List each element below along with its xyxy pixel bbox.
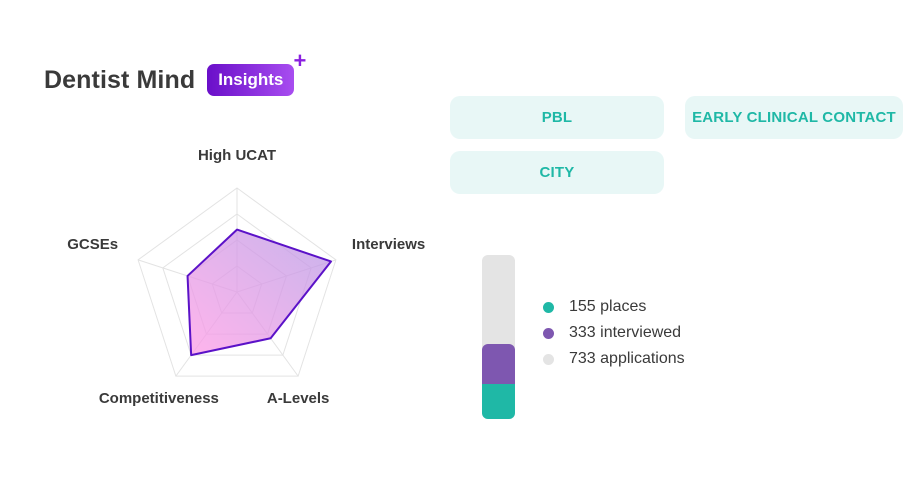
radar-axis-label: Competitiveness xyxy=(99,390,219,407)
legend-label-places: 155 places xyxy=(569,298,647,315)
radar-series-area xyxy=(186,228,332,357)
plus-icon: + xyxy=(293,48,307,73)
radar-axis-label: Interviews xyxy=(352,236,425,253)
radar-axis-label: High UCAT xyxy=(198,147,276,164)
bar-legend: 155 places 333 interviewed 733 applicati… xyxy=(543,294,685,372)
radar-axis-label: GCSEs xyxy=(67,236,118,253)
tag-pbl: PBL xyxy=(450,96,664,139)
insights-badge: Insights + xyxy=(207,50,306,96)
brand: Dentist Mind Insights + xyxy=(44,50,306,98)
tag-city: CITY xyxy=(450,151,664,194)
stacked-bar xyxy=(482,255,515,419)
legend-item-interviewed: 333 interviewed xyxy=(543,320,685,346)
legend-dot-places xyxy=(543,301,554,313)
radar-axis-label: A-Levels xyxy=(267,390,330,407)
brand-name: Dentist Mind xyxy=(44,65,196,94)
legend-item-places: 155 places xyxy=(543,294,685,320)
tag-early-clinical-contact: EARLY CLINICAL CONTACT xyxy=(685,96,903,139)
legend-label-interviewed: 333 interviewed xyxy=(569,324,682,341)
legend-dot-applications xyxy=(543,353,554,365)
legend-dot-interviewed xyxy=(543,327,554,339)
legend-item-applications: 733 applications xyxy=(543,346,685,372)
legend-label-applications: 733 applications xyxy=(569,350,685,367)
radar-grid-ring xyxy=(137,187,337,377)
insights-badge-label: Insights xyxy=(218,70,284,89)
bar-segment-places xyxy=(482,384,515,419)
